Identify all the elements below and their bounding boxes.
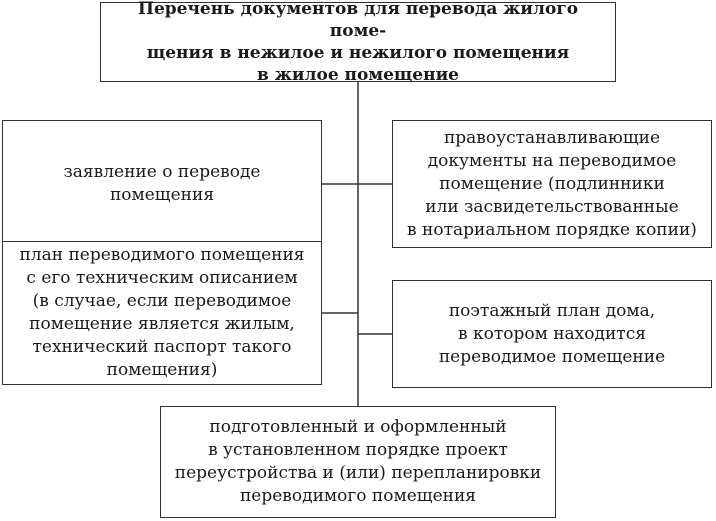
item-text-floor-plan: поэтажный план дома, в котором находится… [438, 300, 666, 367]
item-text-title-documents: правоустанавливающие документы на перево… [407, 127, 697, 240]
item-box-premises-plan: план переводимого помещения с его технич… [2, 241, 322, 385]
diagram-title: Перечень документов для перевода жилого … [137, 0, 579, 85]
item-box-floor-plan: поэтажный план дома, в котором находится… [392, 280, 712, 388]
item-text-premises-plan: план переводимого помещения с его технич… [19, 245, 305, 380]
item-box-application: заявление о переводе помещения [2, 120, 322, 248]
item-box-title-documents: правоустанавливающие документы на перево… [392, 120, 712, 248]
item-box-reconstruction-project: подготовленный и оформленный в установле… [160, 406, 556, 518]
item-text-application: заявление о переводе помещения [63, 162, 261, 205]
diagram-title-box: Перечень документов для перевода жилого … [100, 0, 616, 85]
item-text-reconstruction-project: подготовленный и оформленный в установле… [174, 417, 542, 506]
